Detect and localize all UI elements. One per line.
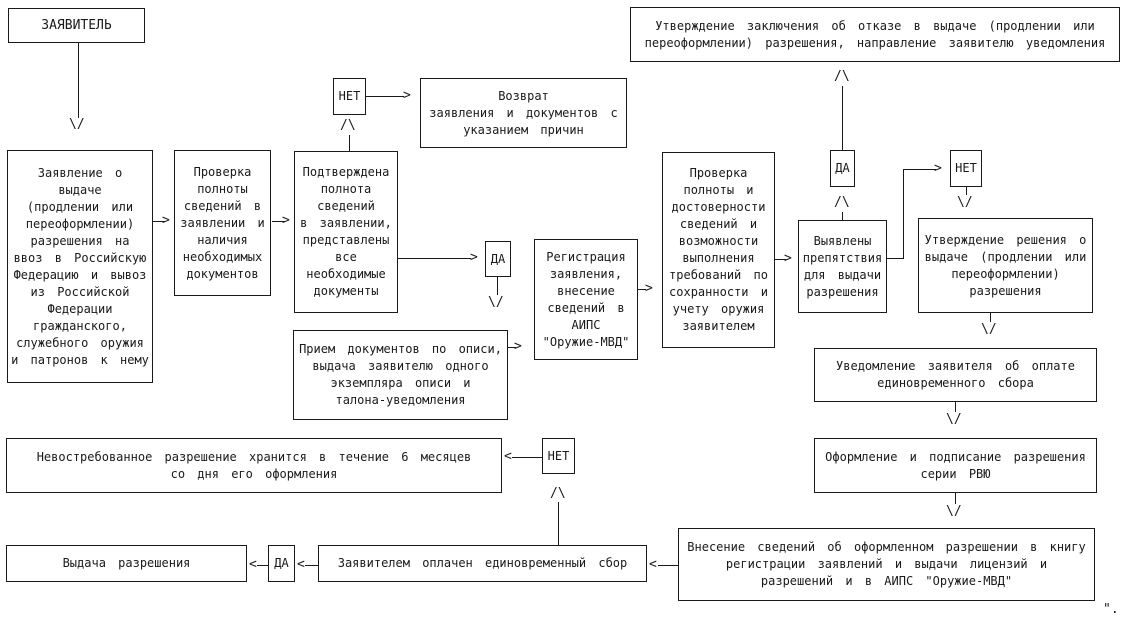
arrow-right-icon: >	[784, 251, 792, 266]
arrow-right-icon: >	[403, 88, 411, 103]
arrow-left-icon: <	[249, 557, 257, 572]
connector-line	[78, 43, 79, 118]
node-obstacles-found: Выявлены препятствия для выдачи разрешен…	[798, 220, 887, 313]
node-approve-refusal: Утверждение заключения об отказе в выдач…	[630, 7, 1120, 62]
connector-line	[887, 258, 904, 259]
arrow-left-icon: <	[504, 449, 512, 464]
node-receive-documents: Прием документов по описи, выдача заявит…	[293, 330, 508, 420]
node-issue-permit: Выдача разрешения	[6, 545, 247, 582]
node-verification: Проверка полноты и достоверности сведени…	[662, 152, 775, 348]
connector-line	[955, 493, 956, 504]
arrow-right-icon: >	[470, 250, 478, 265]
arrow-right-icon: >	[162, 213, 170, 228]
connector-line	[558, 502, 559, 545]
node-payment-notice: Уведомление заявителя об оплате единовре…	[814, 348, 1097, 402]
connector-line	[398, 258, 471, 259]
arrow-right-icon: >	[645, 281, 653, 296]
node-yes-2: ДА	[830, 150, 855, 187]
node-fee-paid: Заявителем оплачен единовременный сбор	[318, 545, 647, 582]
connector-line	[955, 402, 956, 412]
trailing-punctuation: ".	[1103, 602, 1119, 617]
node-application: Заявление о выдаче (продлении или переоф…	[7, 150, 153, 383]
node-no-1: НЕТ	[333, 78, 366, 115]
connector-line	[153, 221, 165, 222]
connector-line	[349, 135, 350, 151]
connector-line	[305, 565, 318, 566]
node-registration: Регистрация заявления, внесение сведений…	[534, 239, 638, 360]
arrow-up-icon: /\	[340, 118, 356, 133]
connector-line	[842, 86, 843, 150]
arrow-right-icon: >	[514, 339, 522, 354]
node-return-documents: Возврат заявления и документов с указани…	[420, 78, 627, 148]
connector-line	[990, 313, 991, 322]
node-yes-3: ДА	[268, 545, 295, 582]
arrow-right-icon: >	[282, 213, 290, 228]
connector-line	[775, 259, 786, 260]
arrow-down-icon: \/	[946, 412, 962, 427]
connector-line	[658, 565, 678, 566]
node-check-completeness: Проверка полноты сведений в заявлении и …	[174, 150, 271, 296]
connector-line	[366, 96, 404, 97]
arrow-down-icon: \/	[981, 322, 997, 337]
arrow-down-icon: \/	[69, 117, 85, 132]
node-sign-permit: Оформление и подписание разрешения серии…	[814, 438, 1097, 493]
connector-line	[638, 289, 646, 290]
arrow-up-icon: /\	[834, 69, 850, 84]
connector-line	[966, 187, 967, 195]
arrow-up-icon: /\	[550, 486, 566, 501]
node-applicant: ЗАЯВИТЕЛЬ	[8, 8, 145, 43]
arrow-left-icon: <	[297, 557, 305, 572]
connector-line	[257, 565, 268, 566]
connector-line	[497, 277, 498, 295]
connector-line	[903, 169, 904, 259]
node-no-2: НЕТ	[950, 150, 982, 187]
connector-line	[842, 212, 843, 220]
arrow-right-icon: >	[934, 161, 942, 176]
node-no-3: НЕТ	[542, 438, 575, 474]
arrow-down-icon: \/	[946, 504, 962, 519]
arrow-down-icon: \/	[957, 195, 973, 210]
node-confirmed-completeness: Подтверждена полнота сведений в заявлени…	[294, 151, 398, 313]
node-unclaimed-permit: Невостребованное разрешение хранится в т…	[6, 438, 502, 493]
connector-line	[512, 457, 542, 458]
arrow-up-icon: /\	[834, 195, 850, 210]
node-approve-issue: Утверждение решения о выдаче (продлении …	[918, 218, 1093, 313]
arrow-left-icon: <	[649, 557, 657, 572]
connector-line	[272, 221, 285, 222]
connector-line	[903, 169, 936, 170]
node-record-entry: Внесение сведений об оформленном разреше…	[678, 528, 1095, 601]
node-yes-1: ДА	[485, 241, 511, 277]
connector-line	[508, 347, 516, 348]
arrow-down-icon: \/	[488, 295, 504, 310]
